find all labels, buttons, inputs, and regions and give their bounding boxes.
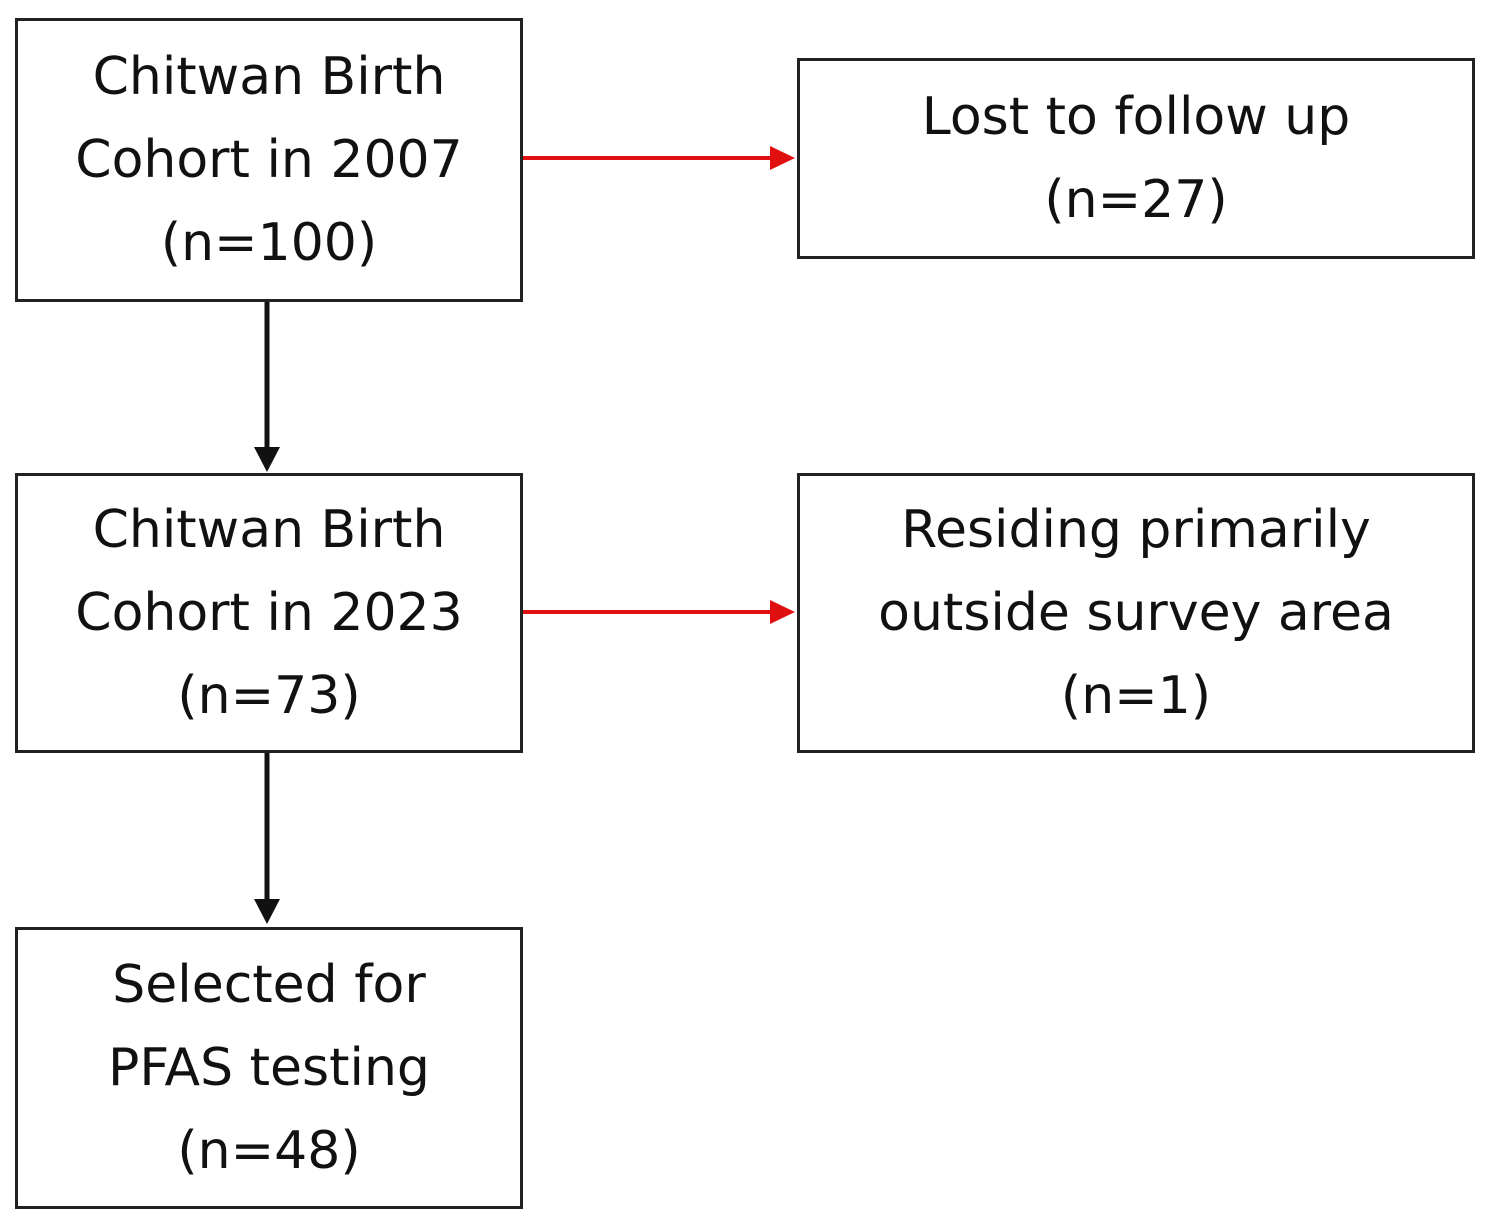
pfas-selected-count: (n=48): [177, 1120, 361, 1181]
outside-area-line2: outside survey area: [878, 582, 1394, 643]
cohort-2007-line1: Chitwan Birth: [92, 46, 446, 107]
cohort-2023-line2: Cohort in 2023: [75, 582, 463, 643]
pfas-selected-line2: PFAS testing: [108, 1037, 430, 1098]
cohort-2007-count: (n=100): [160, 212, 378, 273]
lost-follow-up-label: Lost to follow up: [921, 86, 1351, 147]
lost-follow-up-count: (n=27): [1044, 169, 1228, 230]
cohort-2023-line1: Chitwan Birth: [92, 499, 446, 560]
cohort-2007-line2: Cohort in 2007: [75, 129, 463, 190]
outside-area-count: (n=1): [1060, 665, 1212, 726]
arrow-2007-to-lost: [523, 146, 795, 170]
pfas-selected-line1: Selected for: [112, 954, 426, 1015]
cohort-2023-count: (n=73): [177, 665, 361, 726]
arrow-2023-to-outside: [523, 600, 795, 624]
outside-survey-area-box: Residing primarily outside survey area (…: [797, 473, 1475, 753]
outside-area-line1: Residing primarily: [901, 499, 1371, 560]
arrow-2023-to-pfas: [254, 753, 280, 924]
arrow-2007-to-2023: [254, 302, 280, 472]
pfas-selected-box: Selected for PFAS testing (n=48): [15, 927, 523, 1209]
lost-follow-up-box: Lost to follow up (n=27): [797, 58, 1475, 259]
cohort-2007-box: Chitwan Birth Cohort in 2007 (n=100): [15, 18, 523, 302]
cohort-2023-box: Chitwan Birth Cohort in 2023 (n=73): [15, 473, 523, 753]
